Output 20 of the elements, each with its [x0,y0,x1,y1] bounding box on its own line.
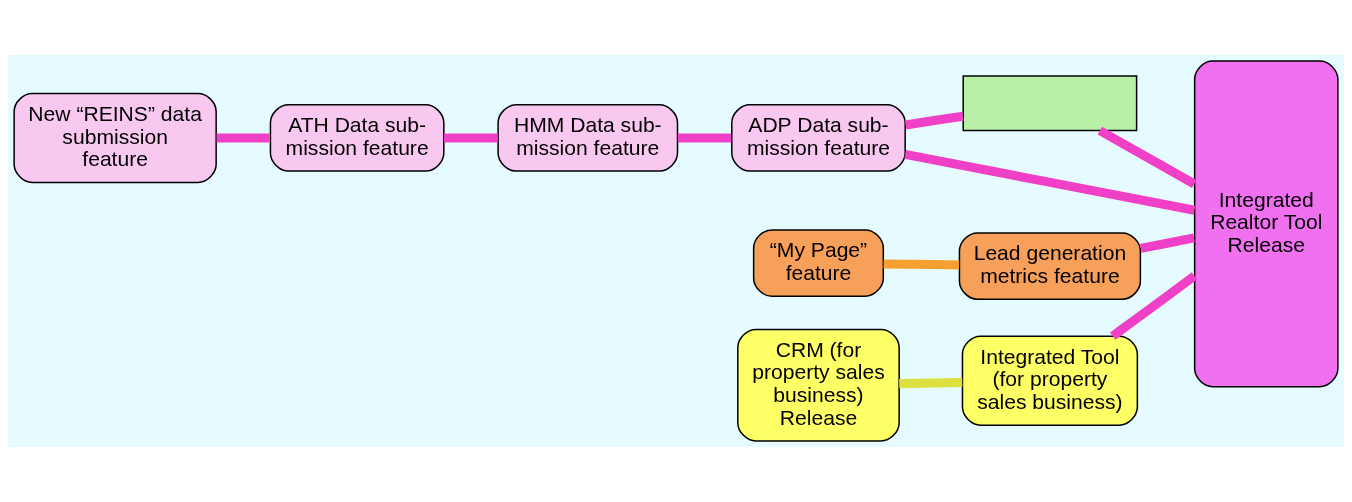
connector [899,377,963,389]
node-box: ADP Data sub- mission feature [731,104,906,172]
node-box [962,75,1138,132]
connector [904,149,1196,215]
connector [1097,126,1197,188]
connector [1110,272,1198,340]
node-box: HMM Data sub- mission feature [497,104,679,172]
node-box: Integrated Realtor Tool Release [1193,60,1339,388]
connector [1139,233,1195,253]
node-box: Lead generation metrics feature [958,232,1142,300]
node-box: New “REINS” data submission feature [13,92,217,184]
connector [905,111,964,130]
node-box: Integrated Tool (for property sales business) [961,335,1139,426]
connector [216,133,270,143]
node-box: ATH Data sub- mission feature [269,104,445,172]
connector [444,133,498,143]
connector [883,259,960,270]
node-box: CRM (for property sales business) Release [737,328,900,442]
connector [678,133,732,143]
node-box: “My Page” feature [752,229,885,297]
